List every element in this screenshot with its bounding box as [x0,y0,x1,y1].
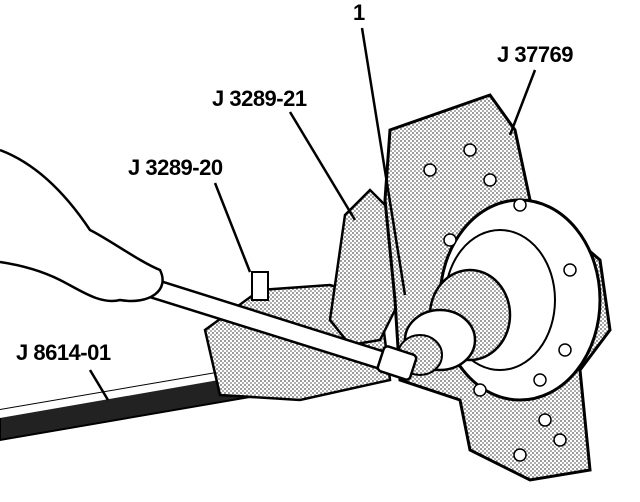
extension-housing [397,198,602,402]
plate-holes [423,143,567,462]
callout-j3289-20: J 3289-20 [128,155,223,180]
hand [0,148,164,303]
callout-j3289-21: J 3289-21 [212,86,307,111]
callout-j8614-01: J 8614-01 [16,340,111,365]
plate-j3289-21 [328,188,402,347]
bolt [251,271,269,301]
callout-j37769: J 37769 [497,42,574,67]
leader-lines [88,27,537,401]
callout-1: 1 [353,0,365,25]
